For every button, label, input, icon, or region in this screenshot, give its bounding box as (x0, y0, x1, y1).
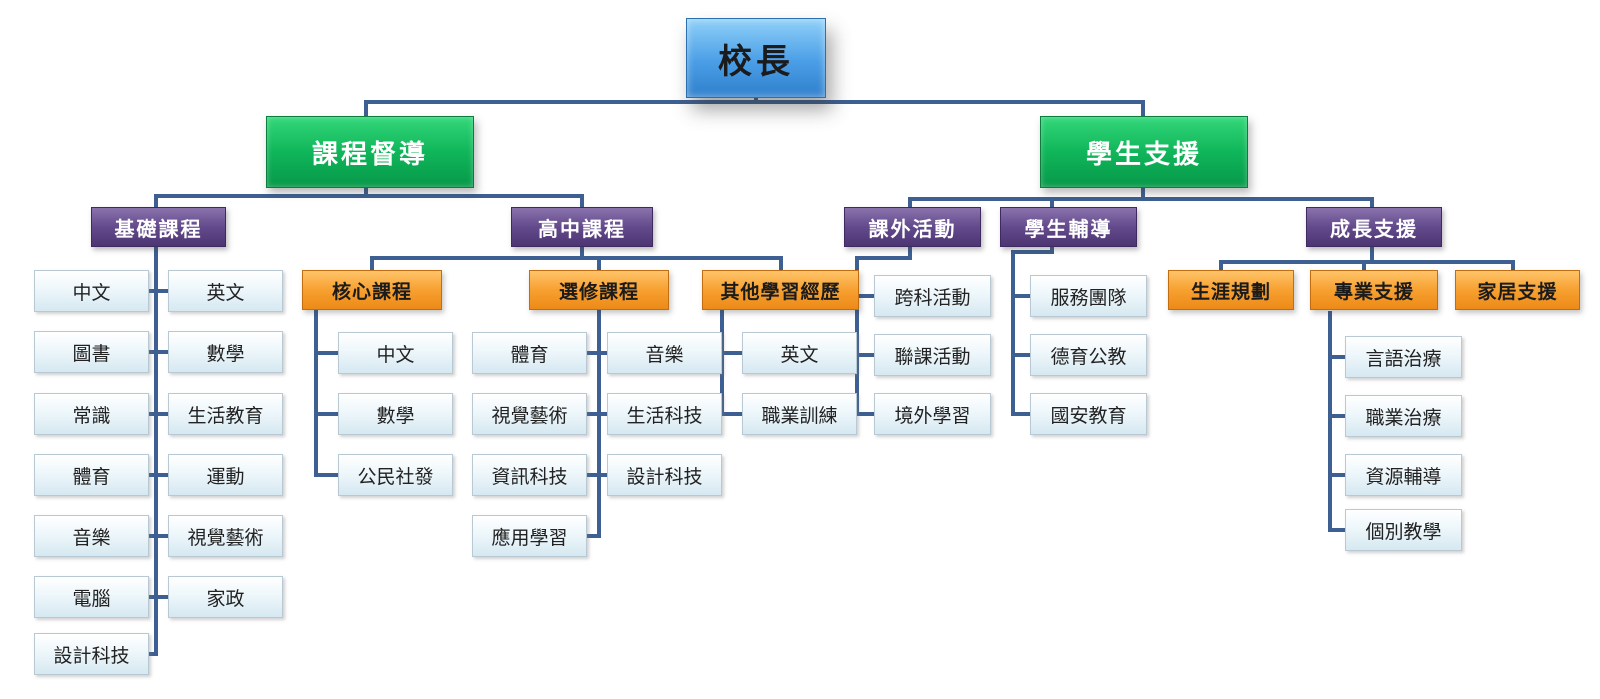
group-growth-support: 成長支援 (1306, 207, 1442, 247)
leaf-node: 體育 (472, 332, 587, 374)
leaf-node: 運動 (168, 454, 283, 496)
leaf-node: 中文 (338, 332, 453, 374)
subgroup-professional-support: 專業支援 (1310, 270, 1438, 310)
group-senior-curriculum: 高中課程 (511, 207, 653, 247)
group-foundation-curriculum: 基礎課程 (91, 207, 226, 247)
leaf-node: 德育公教 (1030, 334, 1147, 376)
subgroup-career-planning: 生涯規劃 (1168, 270, 1294, 310)
leaf-node: 職業治療 (1345, 395, 1462, 437)
branch-curriculum-supervision: 課程督導 (266, 116, 474, 188)
leaf-node: 跨科活動 (874, 275, 991, 317)
root-node-principal: 校長 (686, 18, 826, 98)
leaf-node: 公民社發 (338, 454, 453, 496)
leaf-node: 英文 (168, 270, 283, 312)
branch-student-support: 學生支援 (1040, 116, 1248, 188)
leaf-node: 家政 (168, 576, 283, 618)
leaf-node: 圖書 (34, 331, 149, 373)
leaf-node: 體育 (34, 454, 149, 496)
leaf-node: 資源輔導 (1345, 454, 1462, 496)
leaf-node: 英文 (742, 332, 857, 374)
leaf-node: 服務團隊 (1030, 275, 1147, 317)
leaf-node: 設計科技 (607, 454, 722, 496)
leaf-node: 電腦 (34, 576, 149, 618)
leaf-node: 設計科技 (34, 633, 149, 675)
subgroup-other-learning: 其他學習經歷 (702, 270, 859, 310)
leaf-node: 生活教育 (168, 393, 283, 435)
leaf-node: 中文 (34, 270, 149, 312)
leaf-node: 個別教學 (1345, 509, 1462, 551)
leaf-node: 生活科技 (607, 393, 722, 435)
leaf-node: 職業訓練 (742, 393, 857, 435)
leaf-node: 國安教育 (1030, 393, 1147, 435)
leaf-node: 音樂 (34, 515, 149, 557)
leaf-node: 視覺藝術 (168, 515, 283, 557)
leaf-node: 數學 (338, 393, 453, 435)
leaf-node: 數學 (168, 331, 283, 373)
leaf-node: 聯課活動 (874, 334, 991, 376)
group-extracurricular: 課外活動 (844, 207, 981, 247)
leaf-node: 常識 (34, 393, 149, 435)
subgroup-core-subjects: 核心課程 (302, 270, 442, 310)
leaf-node: 境外學習 (874, 393, 991, 435)
leaf-node: 資訊科技 (472, 454, 587, 496)
leaf-node: 言語治療 (1345, 336, 1462, 378)
leaf-node: 音樂 (607, 332, 722, 374)
subgroup-home-support: 家居支援 (1455, 270, 1580, 310)
subgroup-elective-subjects: 選修課程 (529, 270, 669, 310)
leaf-node: 應用學習 (472, 515, 587, 557)
leaf-node: 視覺藝術 (472, 393, 587, 435)
group-student-guidance: 學生輔導 (1000, 207, 1137, 247)
